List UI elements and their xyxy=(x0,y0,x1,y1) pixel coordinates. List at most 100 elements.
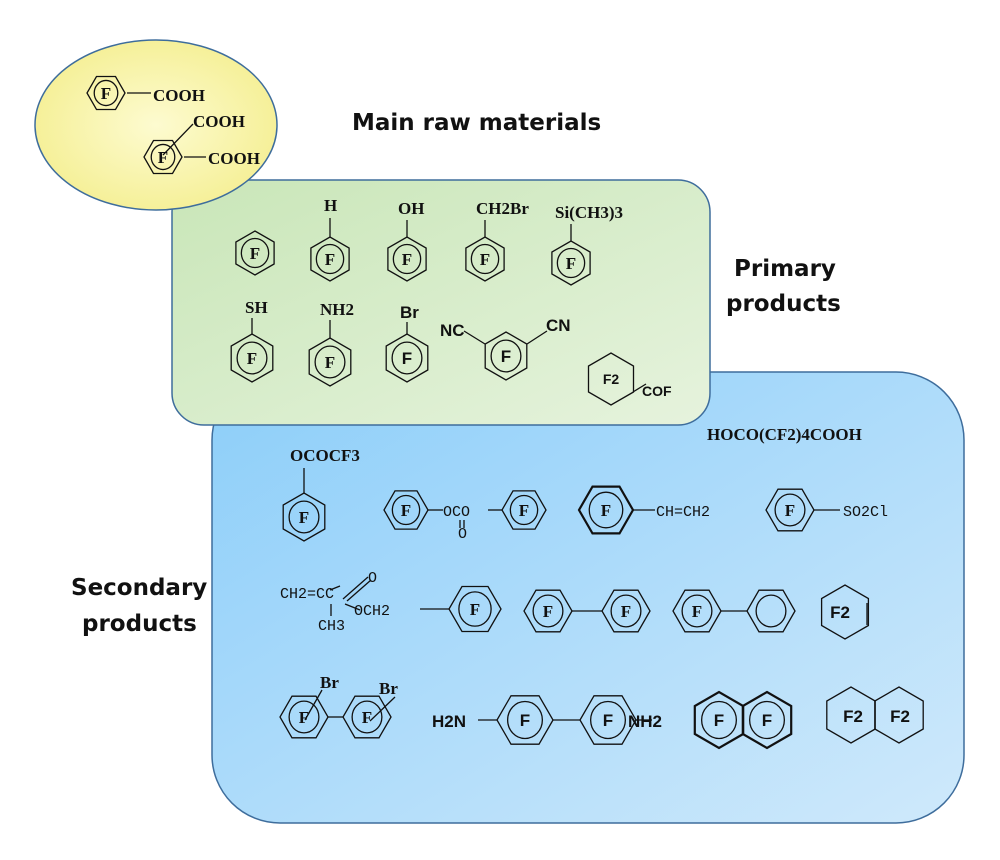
benzene-ring-icon xyxy=(385,333,429,383)
ring-f2-label: F2 xyxy=(890,707,910,726)
aromatic-circle-icon xyxy=(490,339,522,373)
benzene-ring-icon xyxy=(308,337,352,387)
benzene-ring-icon xyxy=(86,75,126,111)
ring-fluoro-label: F xyxy=(785,501,795,520)
raw-cooh-2: COOH xyxy=(193,112,245,131)
ring-fluoro-label: F xyxy=(520,711,530,730)
primary-label-line1: Primary xyxy=(734,256,836,282)
ring-fluoro-label: F xyxy=(101,84,111,103)
aromatic-circle-icon xyxy=(774,493,806,527)
bond-line xyxy=(526,330,548,345)
aromatic-circle-icon xyxy=(391,494,421,526)
sub-nc: NC xyxy=(440,321,465,340)
ring-fluoro-label: F xyxy=(692,602,702,621)
carbonate-o-text: O xyxy=(458,526,467,543)
h2n-text: H2N xyxy=(432,712,466,731)
ring-fluoro-label: F xyxy=(299,508,309,527)
bond-line xyxy=(463,330,486,345)
benzene-ring-icon xyxy=(310,236,350,282)
cyclohexane-ring-icon xyxy=(587,352,635,406)
ring-fluoro-label: F xyxy=(158,148,168,167)
aromatic-circle-icon xyxy=(351,700,383,734)
ring-fluoro-label: F xyxy=(250,244,260,263)
methacrylate-och2-text: OCH2 xyxy=(354,603,390,620)
ring-fluoro-label: F xyxy=(362,708,372,727)
ring-fluoro-label: F xyxy=(247,349,257,368)
ring-fluoro-label: F xyxy=(401,501,411,520)
sub-oh: OH xyxy=(398,199,424,218)
primary-products-box xyxy=(171,179,711,426)
bond-line xyxy=(346,579,372,602)
aromatic-circle-icon xyxy=(150,143,176,171)
aromatic-circle-icon xyxy=(315,243,345,275)
sub-nh2: NH2 xyxy=(320,300,354,319)
ring-fluoro-label: F xyxy=(566,254,576,273)
methacrylate-ch3-text: CH3 xyxy=(318,618,345,635)
ring-fluoro-label: F xyxy=(402,250,412,269)
bond-line xyxy=(344,603,361,611)
sub-sitms: Si(CH3)3 xyxy=(555,203,623,222)
sub-sh: SH xyxy=(245,298,268,317)
ring-fluoro-label: F xyxy=(601,501,611,520)
aromatic-circle-icon xyxy=(700,700,738,740)
ring-fluoro-label: F xyxy=(325,353,335,372)
adipic-acid-text: HOCO(CF2)4COOH xyxy=(707,425,862,444)
bond-line xyxy=(369,696,396,722)
aromatic-circle-icon xyxy=(681,594,713,628)
nh2-text: NH2 xyxy=(628,712,662,731)
benzene-ring-icon xyxy=(383,490,429,530)
aromatic-circle-icon xyxy=(556,247,586,279)
raw-materials-label: Main raw materials xyxy=(352,110,601,136)
ring-fluoro-label: F xyxy=(325,250,335,269)
aromatic-circle-icon xyxy=(391,341,423,375)
aromatic-circle-icon xyxy=(748,700,786,740)
sub-ch2br: CH2Br xyxy=(476,199,529,218)
cyclohexene-ring-icon xyxy=(820,584,870,640)
ring-f2-label: F2 xyxy=(843,707,863,726)
ring-fluoro-label: F xyxy=(480,250,490,269)
primary-label-line2: products xyxy=(726,291,841,317)
aromatic-circle-icon xyxy=(288,500,320,534)
sulfonyl-text: SO2Cl xyxy=(843,504,888,521)
ring-fluoro-label: F xyxy=(299,708,309,727)
ring-fluoro-label: F xyxy=(714,711,724,730)
br-text-2: Br xyxy=(379,679,398,698)
aromatic-circle-icon xyxy=(589,700,627,740)
cyclohexane-ring-icon xyxy=(874,686,924,744)
benzene-ring-icon xyxy=(672,589,722,633)
benzene-ring-icon xyxy=(551,240,591,286)
bond-line xyxy=(632,383,647,393)
benzene-ring-icon xyxy=(765,488,815,532)
raw-materials-ellipse xyxy=(34,39,278,211)
ring-fluoro-label: F xyxy=(762,711,772,730)
ococf3-text: OCOCF3 xyxy=(290,446,360,465)
benzene-ring-icon xyxy=(484,331,528,381)
aromatic-circle-icon xyxy=(236,341,268,375)
aromatic-circle-icon xyxy=(458,591,492,627)
benzene-ring-icon xyxy=(279,695,329,739)
benzene-ring-icon xyxy=(577,485,635,535)
ring-fluoro-label: F xyxy=(543,602,553,621)
aromatic-circle-icon xyxy=(314,345,346,379)
sub-cn: CN xyxy=(546,316,571,335)
sub-h: H xyxy=(324,196,337,215)
raw-cooh-3: COOH xyxy=(208,149,260,168)
aromatic-circle-icon xyxy=(240,237,270,269)
benzene-ring-icon xyxy=(741,690,793,750)
sub-br: Br xyxy=(400,303,419,322)
benzene-ring-icon xyxy=(387,236,427,282)
benzene-ring-icon xyxy=(230,333,274,383)
aromatic-circle-icon xyxy=(755,594,787,628)
aromatic-circle-icon xyxy=(509,494,539,526)
secondary-label-line2: products xyxy=(82,611,197,637)
aromatic-circle-icon xyxy=(470,243,500,275)
methacrylate-o-text: O xyxy=(368,570,377,587)
aromatic-circle-icon xyxy=(93,79,119,107)
ring-fluoro-label: F xyxy=(501,347,511,366)
secondary-label-line1: Secondary xyxy=(71,575,207,601)
sub-cof: COF xyxy=(642,383,672,399)
ring-fluoro-label: F xyxy=(519,501,529,520)
aromatic-circle-icon xyxy=(588,491,624,529)
ring-fluoro-label: F xyxy=(621,602,631,621)
